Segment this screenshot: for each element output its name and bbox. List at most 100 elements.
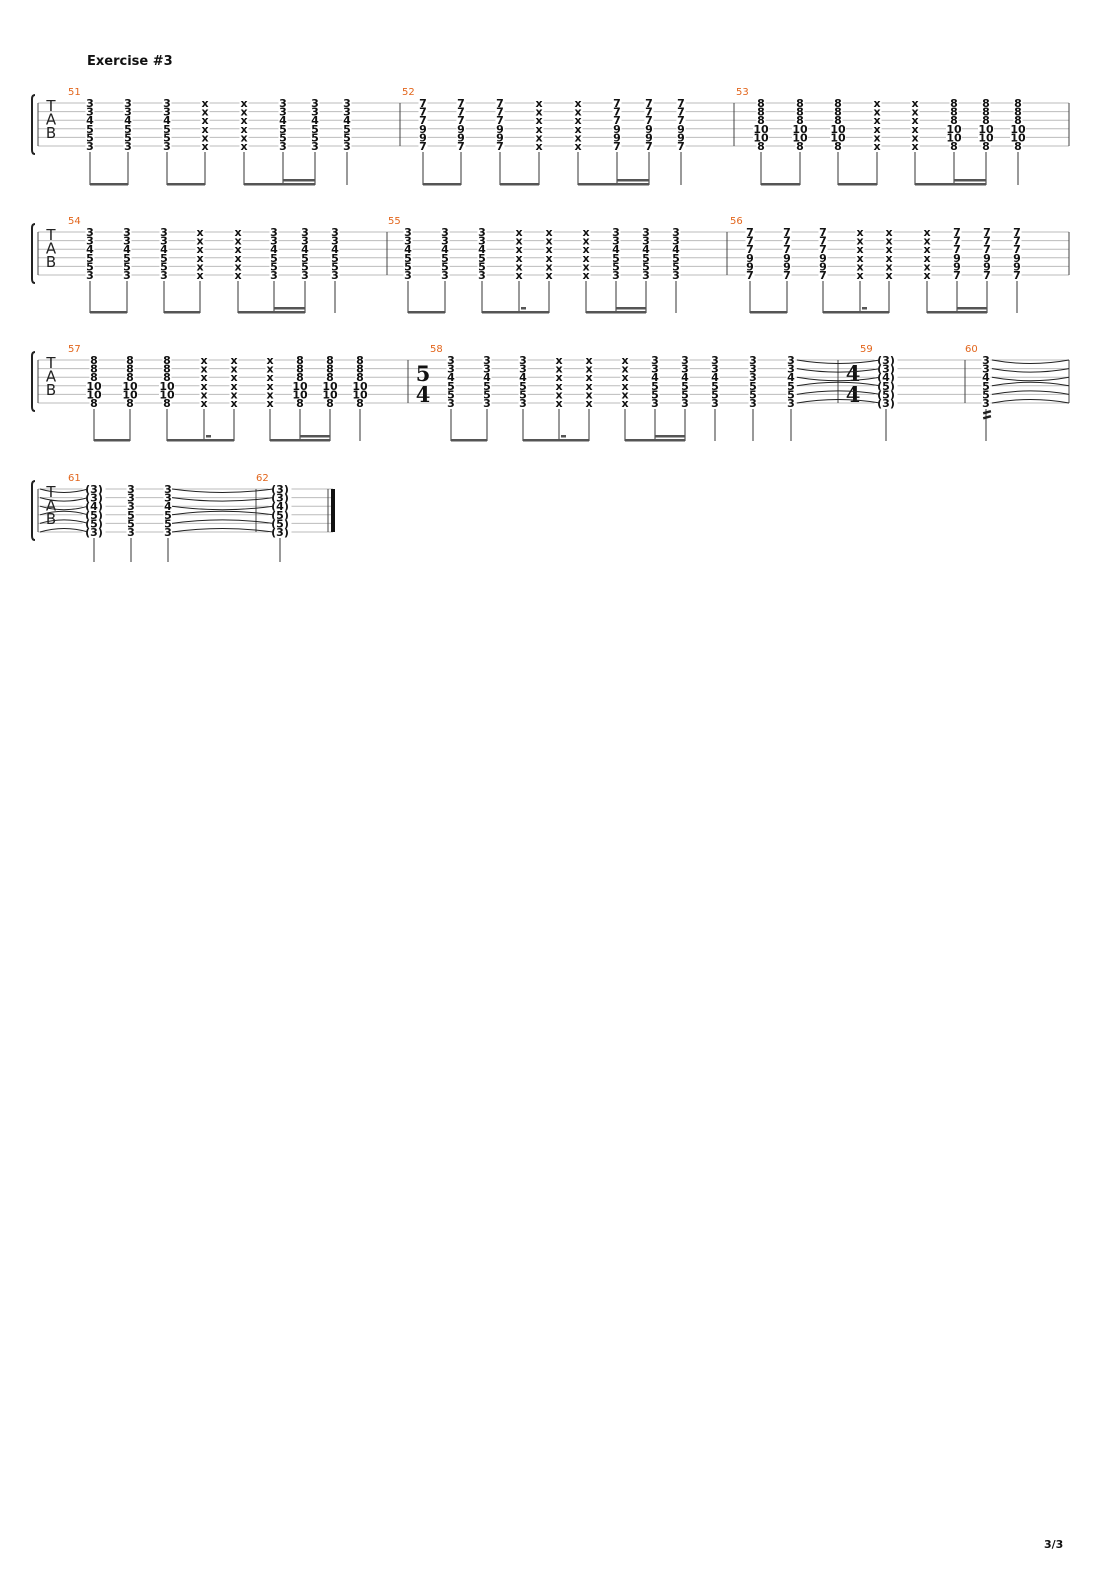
- fret-bg: [200, 116, 210, 126]
- fret-bg: [671, 228, 681, 237]
- fret-bg: [440, 245, 450, 255]
- fret-number: 5: [642, 252, 650, 265]
- fret-bg: [922, 228, 932, 237]
- fret-number: 4: [478, 243, 486, 256]
- fret-number: 4: [982, 371, 990, 384]
- fret-number: 10: [1010, 123, 1026, 136]
- fret-bg: [710, 390, 720, 400]
- dead-note: x: [621, 397, 628, 410]
- fret-bg: [82, 510, 106, 520]
- fret-bg: [949, 116, 959, 126]
- fret-bg: [584, 356, 594, 365]
- fret-bg: [671, 262, 681, 272]
- fret-bg: [233, 228, 243, 237]
- fret-number: 10: [792, 123, 808, 136]
- fret-bg: [342, 107, 352, 117]
- fret-bg: [163, 502, 173, 512]
- fret-bg: [833, 99, 843, 108]
- fret-bg: [233, 262, 243, 272]
- fret-number: 3: [519, 363, 527, 376]
- fret-bg: [233, 245, 243, 255]
- fret-bg: [952, 253, 962, 263]
- fret-bg: [620, 399, 630, 408]
- fret-number: 4: [270, 243, 278, 256]
- fret-bg: [352, 390, 368, 400]
- dead-note: x: [201, 123, 208, 136]
- fret-bg: [199, 373, 209, 383]
- fret-number: 5: [651, 380, 659, 393]
- fret-bg: [239, 116, 249, 126]
- dead-note: x: [240, 97, 247, 110]
- beam: [750, 311, 787, 314]
- fret-bg: [418, 116, 428, 126]
- fret-bg: [85, 142, 95, 151]
- fret-bg: [495, 133, 505, 143]
- dead-note: x: [535, 97, 542, 110]
- fret-bg: [125, 399, 135, 408]
- fret-number: 8: [163, 397, 171, 410]
- fret-bg: [644, 99, 654, 108]
- tie-arc: [796, 376, 881, 382]
- fret-bg: [292, 381, 308, 391]
- fret-number: 7: [457, 106, 465, 119]
- measure-number: 62: [256, 473, 269, 484]
- dead-note: x: [201, 97, 208, 110]
- fret-number: 10: [122, 380, 138, 393]
- fret-number: 8: [163, 363, 171, 376]
- dead-note: x: [574, 123, 581, 136]
- time-signature-top: 5: [416, 361, 431, 386]
- fret-bg: [89, 399, 99, 408]
- fret-bg: [300, 271, 310, 280]
- fret-bg: [85, 253, 95, 263]
- tab-clef-letter: B: [46, 510, 56, 528]
- dead-note: x: [201, 131, 208, 144]
- fret-number: 8: [326, 354, 334, 367]
- fret-number: 9: [983, 260, 991, 273]
- fret-number: 7: [1013, 235, 1021, 248]
- fret-number: 7: [1013, 269, 1021, 282]
- fret-bg: [978, 133, 994, 143]
- fret-number: (3): [877, 363, 895, 376]
- dead-note: x: [201, 106, 208, 119]
- fret-bg: [239, 107, 249, 117]
- fret-bg: [269, 228, 279, 237]
- fret-bg: [710, 373, 720, 383]
- measure-number: 58: [430, 344, 443, 355]
- fret-number: 5: [124, 131, 132, 144]
- fret-number: 3: [123, 226, 131, 239]
- fret-bg: [86, 390, 102, 400]
- dead-note: x: [585, 397, 592, 410]
- fret-number: 3: [343, 140, 351, 153]
- fret-bg: [456, 124, 466, 134]
- fret-bg: [82, 502, 106, 512]
- fret-bg: [518, 399, 528, 408]
- fret-bg: [910, 116, 920, 126]
- fret-number: 3: [163, 97, 171, 110]
- fret-bg: [269, 271, 279, 280]
- fret-number: 8: [834, 97, 842, 110]
- fret-number: 5: [447, 388, 455, 401]
- fret-bg: [748, 373, 758, 383]
- dead-note: x: [545, 260, 552, 273]
- fret-bg: [554, 356, 564, 365]
- measure-number: 60: [965, 344, 978, 355]
- fret-number: 5: [612, 260, 620, 273]
- dead-note: x: [585, 380, 592, 393]
- fret-bg: [199, 390, 209, 400]
- dead-note: x: [266, 397, 273, 410]
- fret-bg: [518, 390, 528, 400]
- dead-note: x: [535, 114, 542, 127]
- fret-bg: [518, 364, 528, 374]
- fret-number: 5: [612, 252, 620, 265]
- fret-bg: [163, 493, 173, 503]
- fret-number: 7: [819, 269, 827, 282]
- fret-bg: [641, 271, 651, 280]
- dead-note: x: [923, 252, 930, 265]
- fret-bg: [342, 133, 352, 143]
- tie-arc: [171, 488, 274, 493]
- fret-number: 5: [270, 260, 278, 273]
- dead-note: x: [200, 363, 207, 376]
- fret-number: 5: [311, 123, 319, 136]
- fret-number: (3): [877, 354, 895, 367]
- dead-note: x: [545, 235, 552, 248]
